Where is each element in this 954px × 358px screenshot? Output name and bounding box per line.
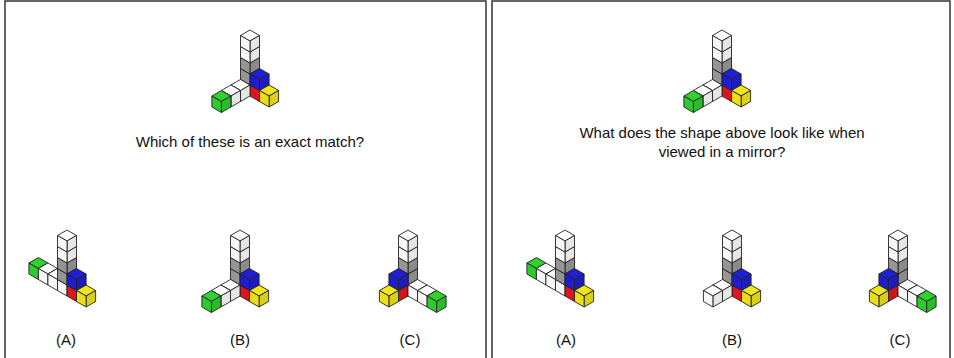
cube-face bbox=[575, 291, 585, 308]
cube-face bbox=[58, 236, 68, 253]
cube-face bbox=[527, 263, 537, 280]
cube-face bbox=[418, 291, 428, 308]
cube-face bbox=[869, 291, 879, 308]
cube-face bbox=[751, 291, 761, 308]
option-label: (A) bbox=[546, 330, 586, 349]
option-label: (B) bbox=[220, 330, 260, 349]
cube-face bbox=[240, 274, 250, 291]
cube-face bbox=[713, 85, 723, 102]
panel-frame bbox=[5, 1, 486, 358]
cube-face bbox=[536, 269, 546, 286]
cube-face bbox=[889, 274, 899, 291]
cube-face bbox=[927, 296, 937, 313]
cube-face bbox=[259, 291, 269, 308]
cube-face bbox=[565, 236, 575, 253]
cube-face bbox=[211, 296, 221, 313]
option-label: (C) bbox=[880, 330, 920, 349]
cube-face bbox=[427, 296, 437, 313]
cube-face bbox=[742, 291, 752, 308]
cube-face bbox=[437, 296, 447, 313]
cube-face bbox=[703, 291, 713, 308]
cube-face bbox=[38, 269, 48, 286]
cube-face bbox=[908, 291, 918, 308]
cube-face bbox=[898, 236, 908, 253]
question-text: What does the shape above look like when… bbox=[562, 123, 882, 161]
cube-face bbox=[48, 274, 58, 291]
cube-face bbox=[732, 91, 742, 108]
cube-face bbox=[713, 36, 723, 53]
cube-face bbox=[231, 285, 241, 302]
cube-face bbox=[77, 291, 87, 308]
cube-face bbox=[741, 91, 751, 108]
cube-face bbox=[379, 291, 389, 308]
cube-face bbox=[723, 236, 733, 253]
cube-face bbox=[250, 74, 260, 91]
cube-face bbox=[898, 285, 908, 302]
cube-face bbox=[231, 91, 241, 108]
cube-face bbox=[546, 274, 556, 291]
cube-face bbox=[684, 96, 694, 113]
cube-face bbox=[250, 36, 260, 53]
cube-face bbox=[722, 36, 732, 53]
cube-face bbox=[269, 91, 279, 108]
cube-face bbox=[584, 291, 594, 308]
cube-face bbox=[399, 236, 409, 253]
cube-face bbox=[260, 91, 270, 108]
cube-face bbox=[86, 291, 96, 308]
cube-face bbox=[67, 274, 77, 291]
cube-face bbox=[565, 274, 575, 291]
cube-face bbox=[917, 296, 927, 313]
cube-face bbox=[29, 263, 39, 280]
option-label: (A) bbox=[46, 330, 86, 349]
cube-face bbox=[202, 296, 212, 313]
cube-face bbox=[241, 85, 251, 102]
cube-face bbox=[389, 291, 399, 308]
cube-face bbox=[399, 274, 409, 291]
cube-face bbox=[408, 236, 418, 253]
cube-face bbox=[212, 96, 222, 113]
cube-face bbox=[240, 236, 250, 253]
cube-face bbox=[713, 291, 723, 308]
cube-face bbox=[889, 236, 899, 253]
cube-face bbox=[408, 285, 418, 302]
option-label: (C) bbox=[390, 330, 430, 349]
option-label: (B) bbox=[712, 330, 752, 349]
cube-face bbox=[556, 236, 566, 253]
cube-face bbox=[722, 74, 732, 91]
cube-face bbox=[221, 291, 231, 308]
cube-face bbox=[241, 36, 251, 53]
cube-face bbox=[231, 236, 241, 253]
cube-face bbox=[67, 236, 77, 253]
cube-face bbox=[879, 291, 889, 308]
cube-face bbox=[221, 96, 231, 113]
cube-face bbox=[693, 96, 703, 113]
cube-face bbox=[250, 291, 260, 308]
cube-face bbox=[703, 91, 713, 108]
question-text: Which of these is an exact match? bbox=[85, 132, 415, 151]
cube-face bbox=[723, 285, 733, 302]
cube-face bbox=[732, 236, 742, 253]
panel-frame bbox=[492, 1, 950, 358]
cube-face bbox=[732, 274, 742, 291]
